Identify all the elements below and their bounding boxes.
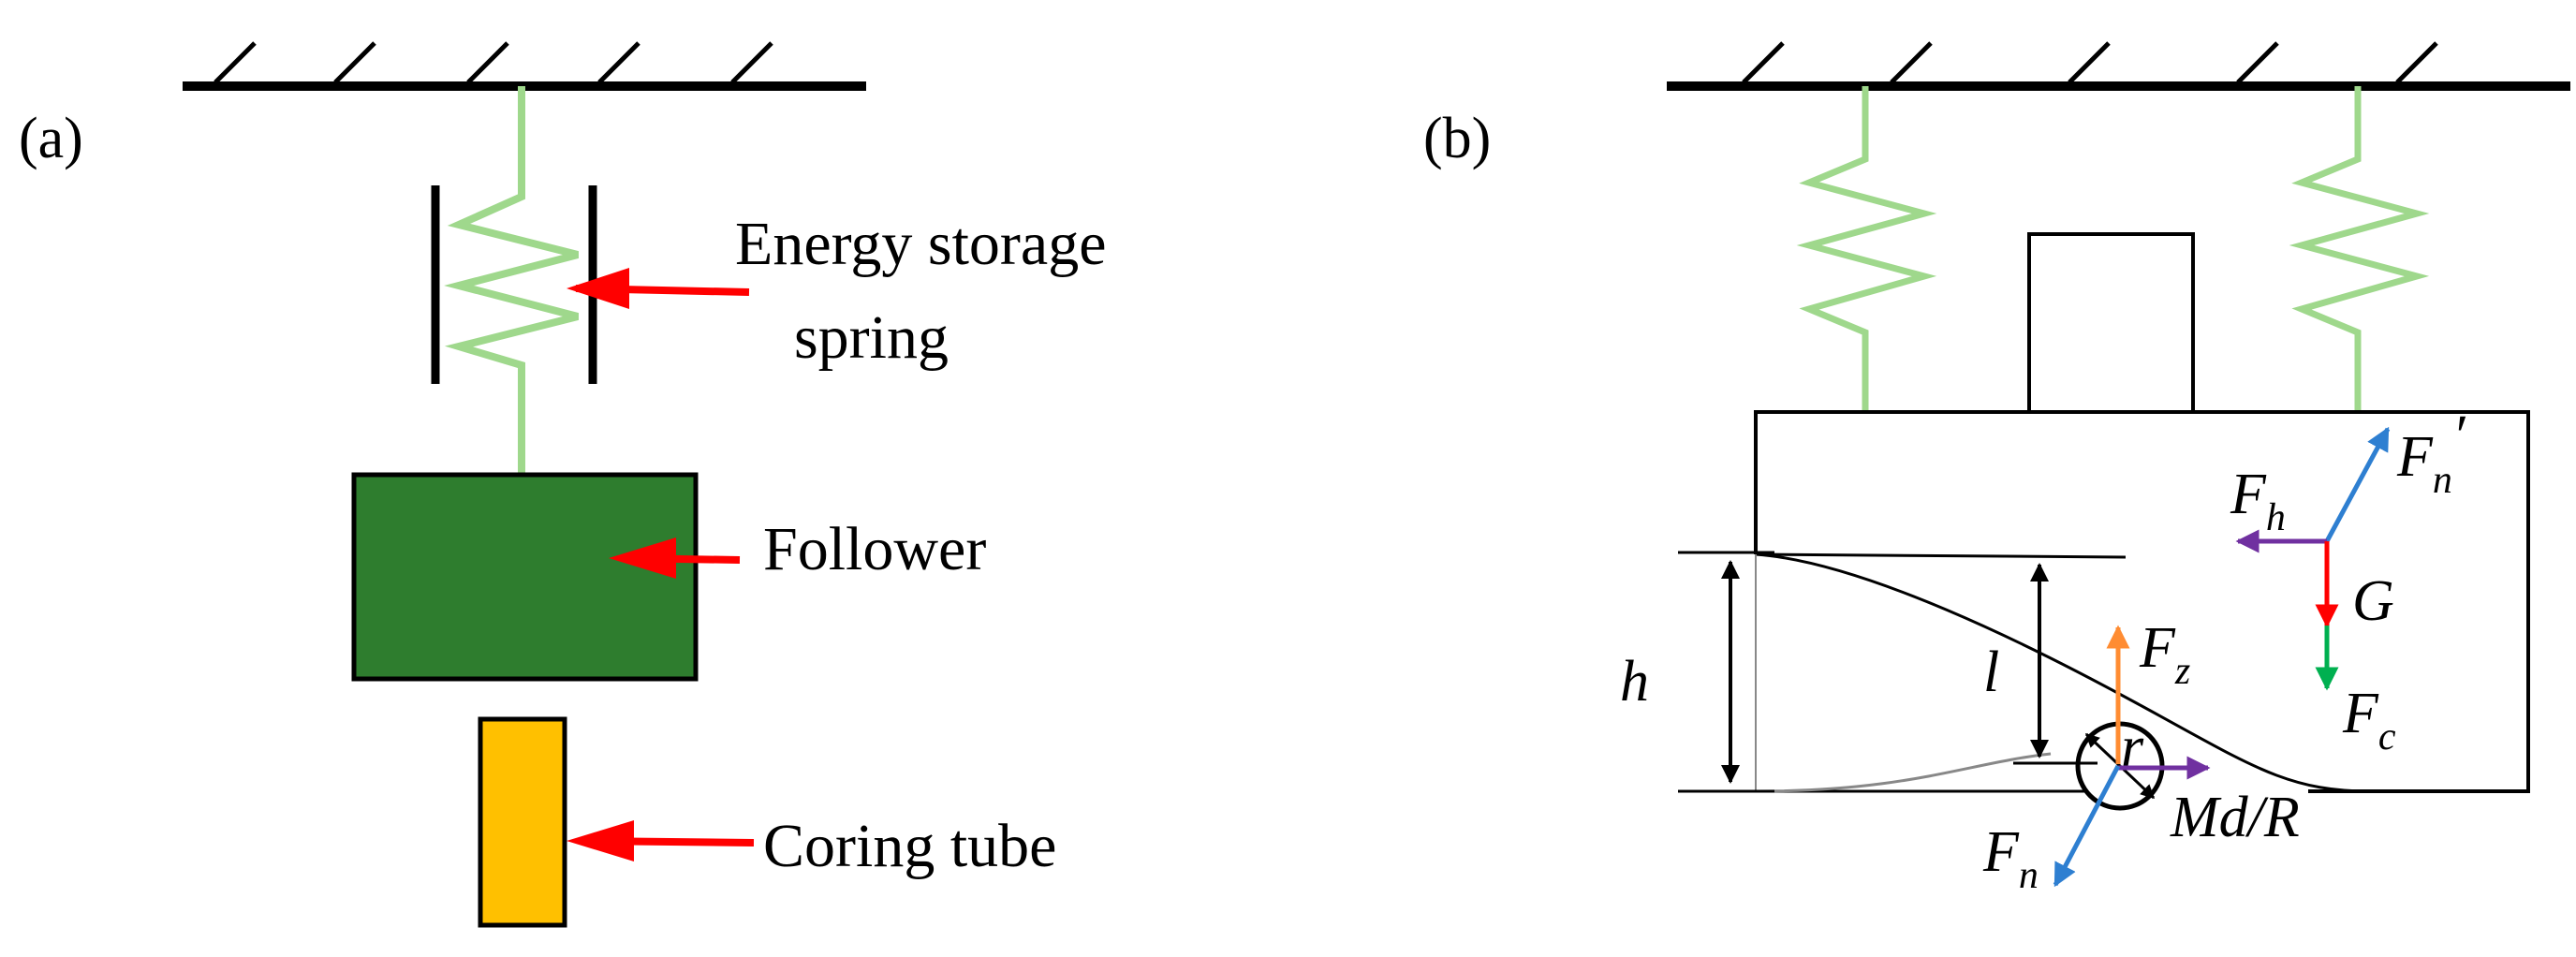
roller-radius-1 — [2084, 732, 2122, 768]
spring-callout-line2: spring — [794, 303, 949, 372]
right-spring — [2289, 86, 2430, 412]
spring-pointer-arrow — [567, 268, 750, 309]
coring-tube-pointer-arrow — [567, 820, 755, 861]
dim-l-label: l — [1983, 640, 1999, 704]
cam-profile-lower — [1755, 752, 2052, 793]
force-fc-label: Fc — [2342, 682, 2396, 758]
ceiling-b — [1667, 41, 2570, 91]
force-fn-arrow — [2053, 764, 2121, 888]
spring-callout-line1: Energy storage — [735, 210, 1106, 278]
force-fn-label: Fn — [1982, 820, 2039, 897]
top-weight-block — [2027, 232, 2195, 414]
follower-callout: Follower — [763, 515, 986, 583]
follower-body-outline — [1754, 410, 2530, 793]
energy-storage-spring — [444, 86, 580, 475]
coring-tube — [478, 716, 567, 928]
panel-a-label: (a) — [19, 107, 83, 170]
coring-tube-callout: Coring tube — [763, 812, 1056, 880]
force-fn-prime-arrow — [2324, 426, 2391, 543]
ceiling-a — [183, 41, 866, 91]
panel-b-label: (b) — [1423, 107, 1491, 170]
follower-block — [351, 472, 699, 682]
left-spring — [1796, 86, 1937, 412]
force-fn-prime-label: Fn′ — [2396, 405, 2466, 502]
force-fh-label: Fh — [2230, 463, 2286, 539]
force-fz-label: Fz — [2139, 616, 2190, 693]
ref-line-top — [1755, 552, 2127, 559]
cam-profile-curve — [1755, 552, 2370, 793]
force-g-label: G — [2352, 569, 2394, 633]
dim-h-label: h — [1620, 650, 1649, 714]
force-mdr-label: Md/R — [2170, 786, 2300, 849]
roller-radius-2 — [2118, 764, 2156, 800]
follower-pointer-arrow — [609, 537, 741, 579]
